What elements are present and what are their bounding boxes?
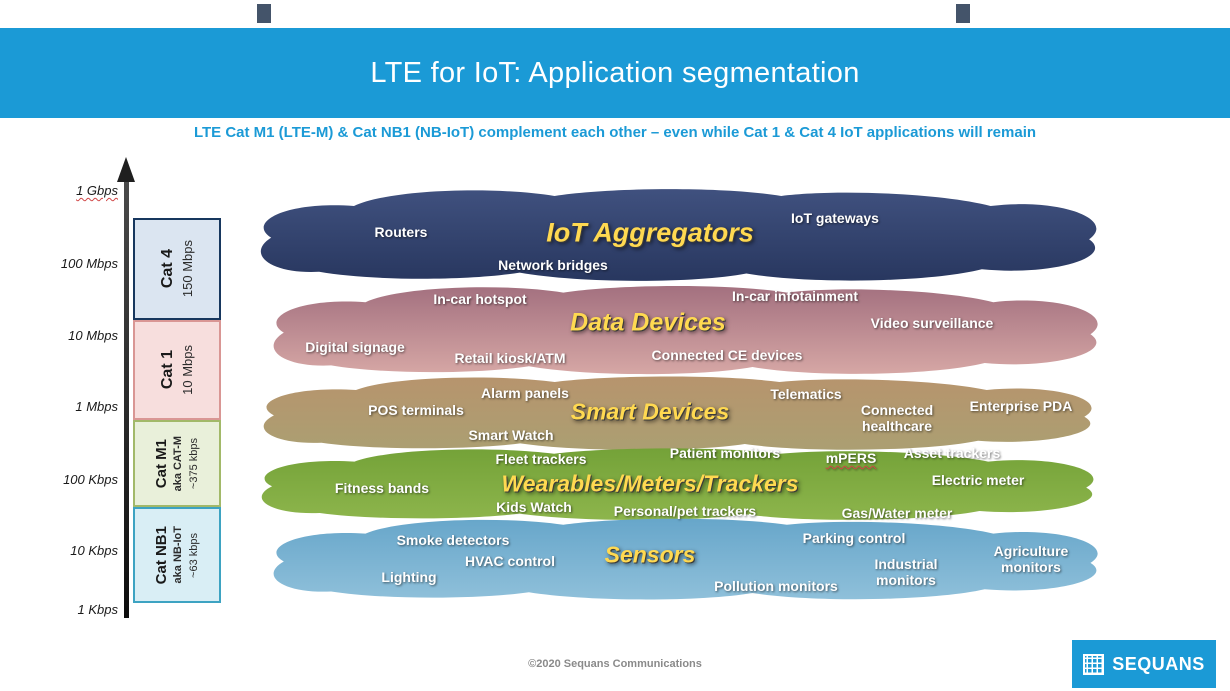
app-item-in-car-hotspot: In-car hotspot (433, 290, 527, 307)
copyright-text: ©2020 Sequans Communications (528, 658, 702, 670)
app-item-network-bridges: Network bridges (498, 256, 608, 273)
app-item-pollution-monitors: Pollution monitors (714, 577, 838, 594)
app-item-agriculture-monitors: Agriculture monitors (993, 542, 1069, 575)
page-title: LTE for IoT: Application segmentation (370, 56, 860, 89)
app-item-smart-watch: Smart Watch (468, 426, 554, 443)
app-item-iot-gateways: IoT gateways (791, 209, 879, 226)
app-item-in-car-infotainment: In-car infotainment (731, 287, 859, 304)
app-item-electric-meter: Electric meter (931, 471, 1025, 488)
app-item-alarm-panels: Alarm panels (481, 384, 569, 401)
app-item-hvac-control: HVAC control (465, 552, 555, 569)
app-item-patient-monitors: Patient monitors (669, 444, 781, 461)
subtitle: LTE Cat M1 (LTE-M) & Cat NB1 (NB-IoT) co… (193, 124, 1037, 141)
app-item-connected-healthcare: Connected healthcare (860, 401, 934, 434)
app-item-pos-terminals: POS terminals (368, 401, 464, 418)
app-item-asset-trackers: Asset trackers (903, 444, 1001, 461)
app-item-routers: Routers (374, 223, 428, 240)
axis-label-10mbps: 10 Mbps (68, 328, 118, 343)
header-bar: LTE for IoT: Application segmentation (0, 28, 1230, 118)
app-item-mpers: mPERS (825, 449, 877, 466)
axis-label-100kbps: 100 Kbps (63, 472, 118, 487)
app-item-kids-watch: Kids Watch (496, 498, 572, 515)
band-title-data-devices: Data Devices (570, 308, 726, 337)
speed-axis-line (124, 180, 129, 618)
app-item-gas-water-meter: Gas/Water meter (841, 504, 953, 521)
sequans-logo: SEQUANS (1072, 640, 1216, 688)
app-item-parking-control: Parking control (802, 529, 906, 546)
catm1-box: Cat M1 aka CAT-M ~375 kbps (133, 420, 221, 507)
decor-tab-right (956, 4, 970, 23)
app-item-video-surveillance: Video surveillance (870, 314, 994, 331)
axis-label-1kbps: 1 Kbps (77, 602, 118, 617)
catnb1-box: Cat NB1 aka NB-IoT ~63 kbps (133, 507, 221, 603)
axis-label-100mbps: 100 Mbps (60, 256, 118, 271)
app-item-personal-pet-trackers: Personal/pet trackers (613, 502, 757, 519)
band-title-smart-devices: Smart Devices (570, 398, 730, 425)
band-title-iot-aggregators: IoT Aggregators (546, 217, 754, 248)
cat4-box: Cat 4 150 Mbps (133, 218, 221, 320)
app-item-lighting: Lighting (381, 568, 437, 585)
speed-axis-arrowhead (117, 157, 135, 182)
app-item-retail-kiosk-atm: Retail kiosk/ATM (454, 349, 566, 366)
app-item-connected-ce-devices: Connected CE devices (651, 346, 803, 363)
axis-label-10kbps: 10 Kbps (70, 543, 118, 558)
sequans-grid-icon (1083, 653, 1105, 675)
app-item-industrial-monitors: Industrial monitors (874, 555, 938, 588)
band-title-wearables: Wearables/Meters/Trackers (501, 470, 799, 497)
axis-label-1mbps: 1 Mbps (75, 399, 118, 414)
app-item-telematics: Telematics (770, 385, 842, 402)
cat1-box: Cat 1 10 Mbps (133, 320, 221, 420)
band-title-sensors: Sensors (604, 541, 696, 568)
decor-tab-left (257, 4, 271, 23)
app-item-fleet-trackers: Fleet trackers (495, 450, 587, 467)
app-item-fitness-bands: Fitness bands (334, 479, 430, 496)
app-item-enterprise-pda: Enterprise PDA (969, 397, 1073, 414)
sequans-logo-text: SEQUANS (1112, 653, 1205, 674)
axis-label-1gbps: 1 Gbps (76, 183, 118, 198)
app-item-smoke-detectors: Smoke detectors (396, 531, 510, 548)
app-item-digital-signage: Digital signage (305, 338, 405, 355)
